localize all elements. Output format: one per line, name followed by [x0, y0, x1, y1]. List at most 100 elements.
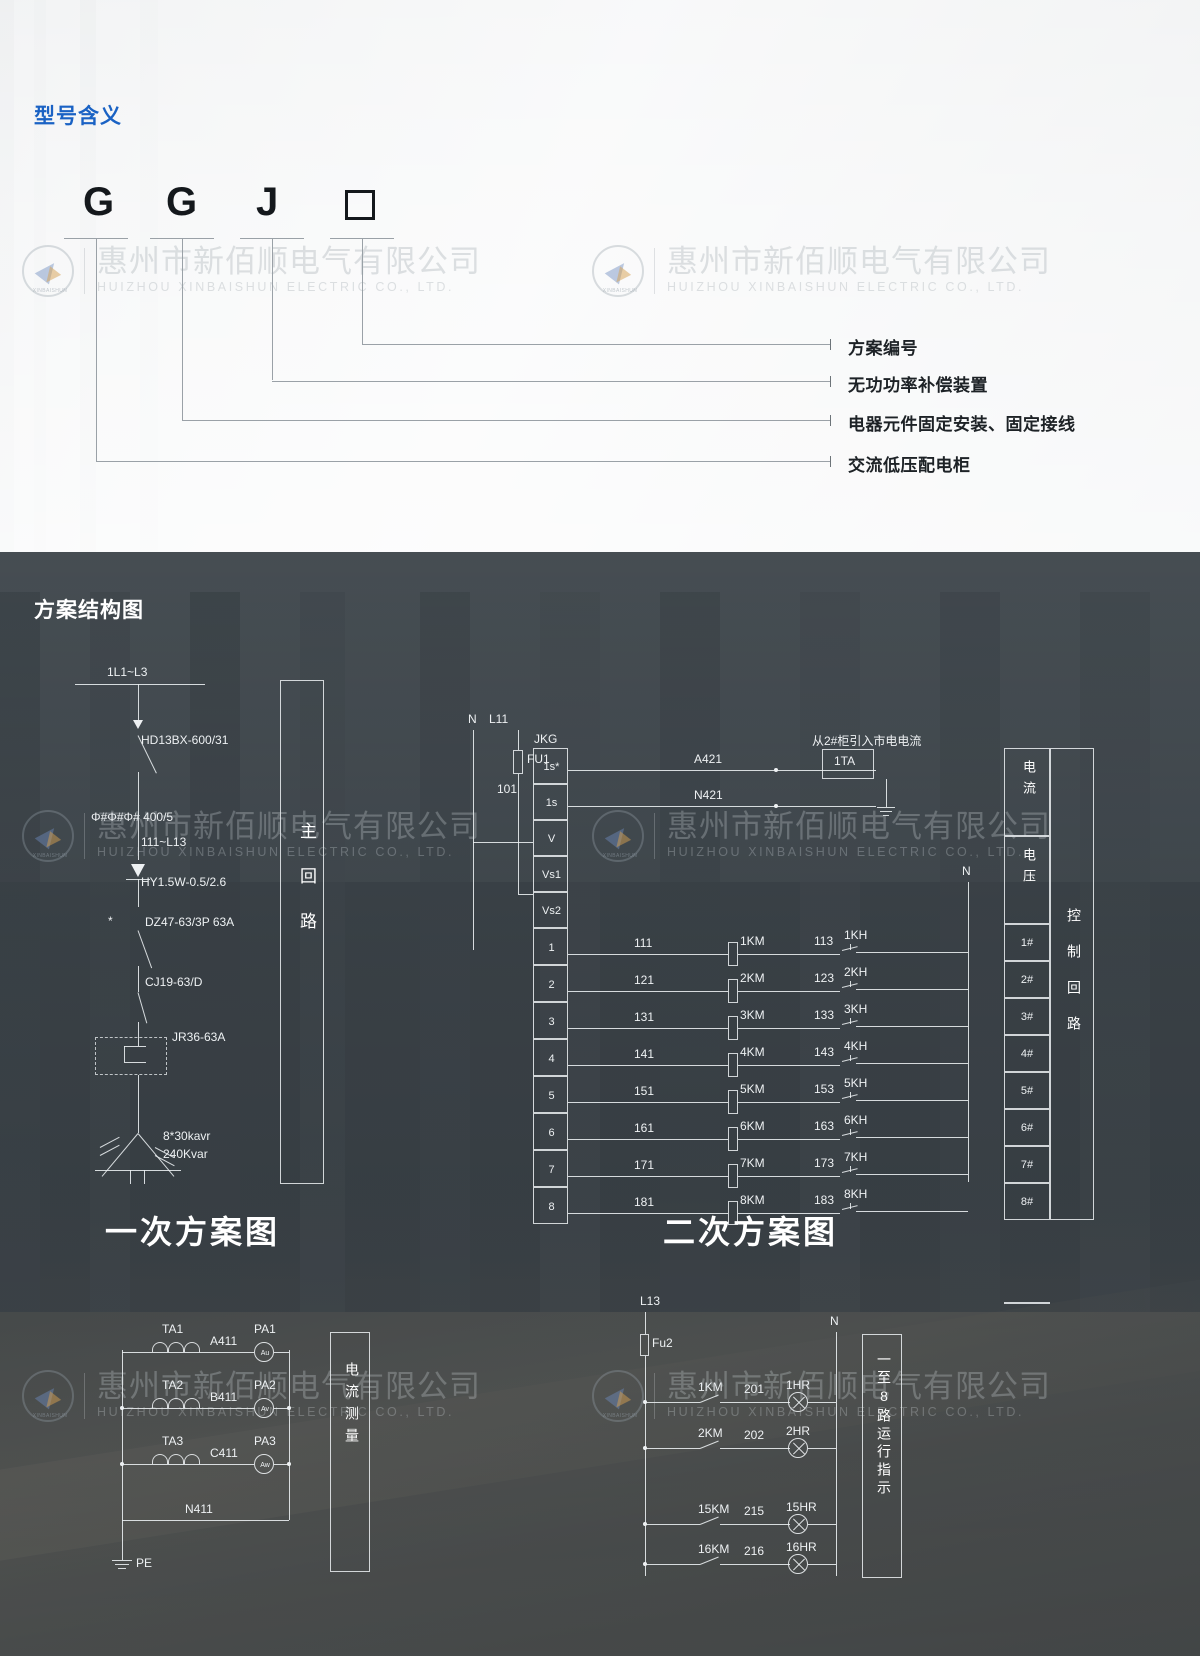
cm-ground-lead: [122, 1520, 123, 1560]
row-conductor-out: [856, 1174, 968, 1175]
jkg-output-terminal-4: 4: [533, 1039, 568, 1076]
row-wire-in-label: 151: [634, 1084, 655, 1098]
ammeter-glyph: Av: [260, 1405, 270, 1413]
ind-contactor-label: 15KM: [698, 1502, 730, 1516]
row-contactor-label: 6KM: [740, 1119, 765, 1133]
row-conductor-out: [856, 1026, 968, 1027]
cm-ground-bar3: [118, 1568, 126, 1569]
ind-conductor-in: [645, 1402, 700, 1403]
row-conductor-in: [568, 1213, 728, 1214]
ind-panel-label: 一至8路运行指示: [876, 1352, 892, 1498]
secondary-neutral-label: N: [468, 712, 477, 726]
ct-coil-arc: [152, 1342, 168, 1352]
row-conductor-mid: [738, 1102, 840, 1103]
row-relay-label: 8KH: [844, 1187, 868, 1201]
terminal-block-control-column: [1050, 748, 1094, 1220]
terminal-block-cell-label: 3#: [1020, 1010, 1034, 1023]
row-contactor-label: 3KM: [740, 1008, 765, 1022]
busbar-line: [75, 684, 205, 685]
row-wire-in-label: 121: [634, 973, 655, 987]
contactor-coil-icon: [728, 1164, 738, 1188]
relay-contact-tick: [850, 1055, 851, 1061]
contactor-coil-icon: [728, 1053, 738, 1077]
ind-wire-label: 215: [744, 1504, 765, 1518]
model-tick-2: [830, 376, 831, 387]
secondary-line-bottom: [518, 774, 519, 894]
ct-coil-arc: [152, 1398, 168, 1408]
terminal-block-cell-label: 5#: [1020, 1084, 1034, 1097]
fuse-fu1-label: FU1: [527, 752, 550, 766]
row-contactor-label: 1KM: [740, 934, 765, 948]
delta-base: [95, 1170, 181, 1171]
relay-contact-tick: [850, 944, 851, 950]
jkg-output-terminal-label: 3: [548, 1015, 555, 1028]
model-label-reactive-compensation: 无功功率补偿装置: [848, 376, 988, 395]
model-connector-4: [96, 461, 830, 462]
row-conductor-mid: [738, 1028, 840, 1029]
row-relay-label: 4KH: [844, 1039, 868, 1053]
component-label-wire-111: 111~L13: [141, 835, 187, 849]
jkg-vs1-connection: [518, 894, 533, 895]
jkg-output-terminal-2: 2: [533, 965, 568, 1002]
terminal-block-cell-label: 8#: [1020, 1195, 1034, 1208]
row-wire-out-label: 163: [814, 1119, 835, 1133]
row-wire-in-label: 131: [634, 1010, 655, 1024]
model-connector-3: [182, 420, 830, 421]
ammeter-icon: Aw: [254, 1454, 274, 1474]
ind-wire-label: 202: [744, 1428, 765, 1442]
contactor-coil-icon: [728, 1127, 738, 1151]
ind-contactor-label: 16KM: [698, 1542, 730, 1556]
terminal-block-cell-label: 4#: [1020, 1047, 1034, 1060]
row-conductor-out: [856, 1137, 968, 1138]
ind-lamp-label: 1HR: [786, 1378, 811, 1392]
cm-ground-bar2: [115, 1564, 129, 1565]
scheme-structure-section: 方案结构图 1L1~L3 HD13BX-600/31 Φ#Φ#Φ# 400/5 …: [0, 552, 1200, 1656]
model-tick-4: [830, 456, 831, 467]
row-relay-label: 3KH: [844, 1002, 868, 1016]
ct-coil-arc: [152, 1454, 168, 1464]
component-label-contactor: CJ19-63/D: [145, 975, 203, 989]
component-label-breaker: DZ47-63/3P 63A: [145, 915, 235, 929]
jkg-terminal-label: V: [547, 833, 556, 845]
ind-bus-junction: [643, 1446, 647, 1450]
thermal-relay-elem-left: [124, 1046, 125, 1062]
ind-conductor-mid: [720, 1402, 790, 1403]
row-conductor-mid: [738, 1213, 840, 1214]
model-label-scheme-number: 方案编号: [848, 339, 918, 358]
ct-lead: [138, 824, 139, 860]
row-wire-out-label: 113: [814, 934, 834, 948]
relay-contact-tick: [850, 1092, 851, 1098]
terminal-block-cell-4: [1004, 1035, 1050, 1072]
cm-panel-label: 电流测量: [344, 1362, 360, 1450]
model-connector-1: [362, 344, 830, 345]
thermal-relay-elem-bottom: [124, 1062, 146, 1063]
jkg-output-terminal-label: 7: [548, 1163, 555, 1176]
ct-1ta-box: [822, 749, 874, 779]
ind-line-top: [645, 1312, 646, 1334]
terminal-block-voltage-cell: [1004, 836, 1050, 924]
capacitor-rating-label: 8*30kavr: [163, 1129, 211, 1143]
terminal-block-cell-1: [1004, 924, 1050, 961]
model-letter-2: G: [166, 180, 198, 224]
jkg-terminal-label: 1s: [545, 797, 558, 809]
terminal-block-current-label: 电流: [1021, 760, 1036, 802]
jkg-output-terminal-7: 7: [533, 1150, 568, 1187]
ct-coil-arc: [168, 1398, 184, 1408]
jkg-output-terminal-label: 6: [548, 1126, 555, 1139]
relay-contact-tick: [850, 1018, 851, 1024]
jkg-terminal-1s: 1s: [533, 784, 568, 820]
ammeter-label: PA3: [254, 1434, 276, 1448]
ct-conductor: [152, 1352, 254, 1353]
ind-conductor-out: [808, 1564, 836, 1565]
ct-coil-arc: [168, 1342, 184, 1352]
ind-panel-box: [862, 1334, 902, 1578]
ind-conductor-in: [645, 1564, 700, 1565]
ammeter-label: PA1: [254, 1322, 276, 1336]
ct-wire-label: A411: [210, 1334, 238, 1348]
model-connector-2: [272, 381, 830, 382]
relay-contact-tick: [850, 1166, 851, 1172]
ammeter-glyph: Aw: [260, 1461, 270, 1469]
ammeter-icon: Au: [254, 1342, 274, 1362]
jkg-output-terminal-8: 8: [533, 1187, 568, 1224]
ct-conductor: [152, 1464, 254, 1465]
